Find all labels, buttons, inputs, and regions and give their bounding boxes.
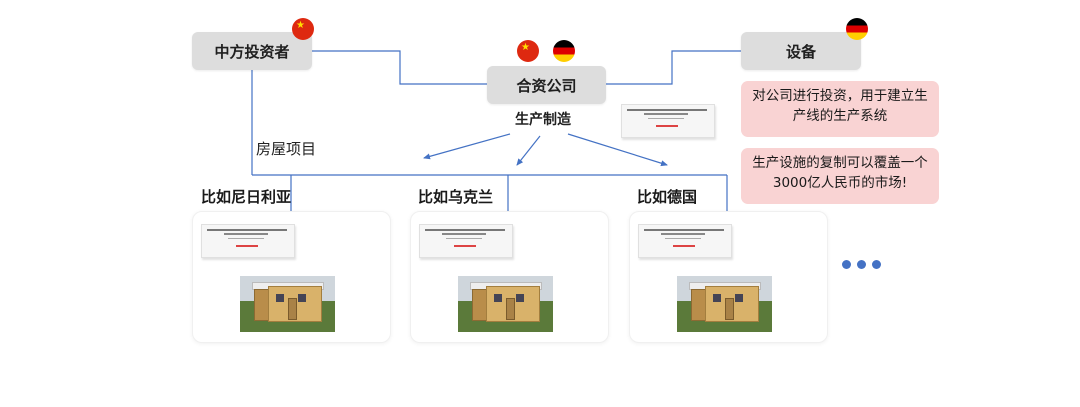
equipment-to-jv-line — [606, 50, 741, 85]
equipment-label: 设备 — [785, 42, 816, 61]
country-label-ukraine: 比如乌克兰 — [418, 188, 494, 206]
equipment-node: 设备 — [741, 32, 861, 70]
house-image — [240, 276, 335, 332]
germany-flag-icon — [846, 18, 868, 40]
investor-to-jv-line — [312, 50, 487, 85]
arrow-right — [567, 133, 668, 167]
joint-venture-node: 合资公司 — [487, 66, 606, 104]
chinese-investor-node: 中方投资者 — [192, 32, 312, 70]
replication-note-text: 生产设施的复制可以覆盖一个3000亿人民币的市场! — [752, 155, 928, 191]
investment-note-text: 对公司进行投资，用于建立生产线的生产系统 — [752, 88, 928, 124]
country-label-germany: 比如德国 — [637, 188, 698, 206]
investment-note: 对公司进行投资，用于建立生产线的生产系统 — [741, 81, 939, 137]
production-system-document — [419, 224, 513, 258]
china-flag-icon: ★ — [292, 18, 314, 40]
production-system-document — [638, 224, 732, 258]
factory-card — [410, 211, 609, 343]
country-label-nigeria: 比如尼日利亚 — [201, 188, 292, 206]
housing-project-label: 房屋项目 — [256, 140, 317, 158]
production-system-document — [621, 104, 715, 138]
arrow-left — [423, 133, 511, 160]
arrow-center — [516, 135, 541, 166]
china-flag-icon: ★ — [517, 40, 539, 62]
germany-flag-icon — [553, 40, 575, 62]
factory-card — [192, 211, 391, 343]
production-system-document — [201, 224, 295, 258]
manufacturing-label: 生产制造 — [515, 112, 571, 128]
house-image — [677, 276, 772, 332]
joint-venture-label: 合资公司 — [516, 76, 577, 95]
factory-card — [629, 211, 828, 343]
replication-note: 生产设施的复制可以覆盖一个3000亿人民币的市场! — [741, 148, 939, 204]
investor-label: 中方投资者 — [214, 42, 290, 61]
house-image — [458, 276, 553, 332]
